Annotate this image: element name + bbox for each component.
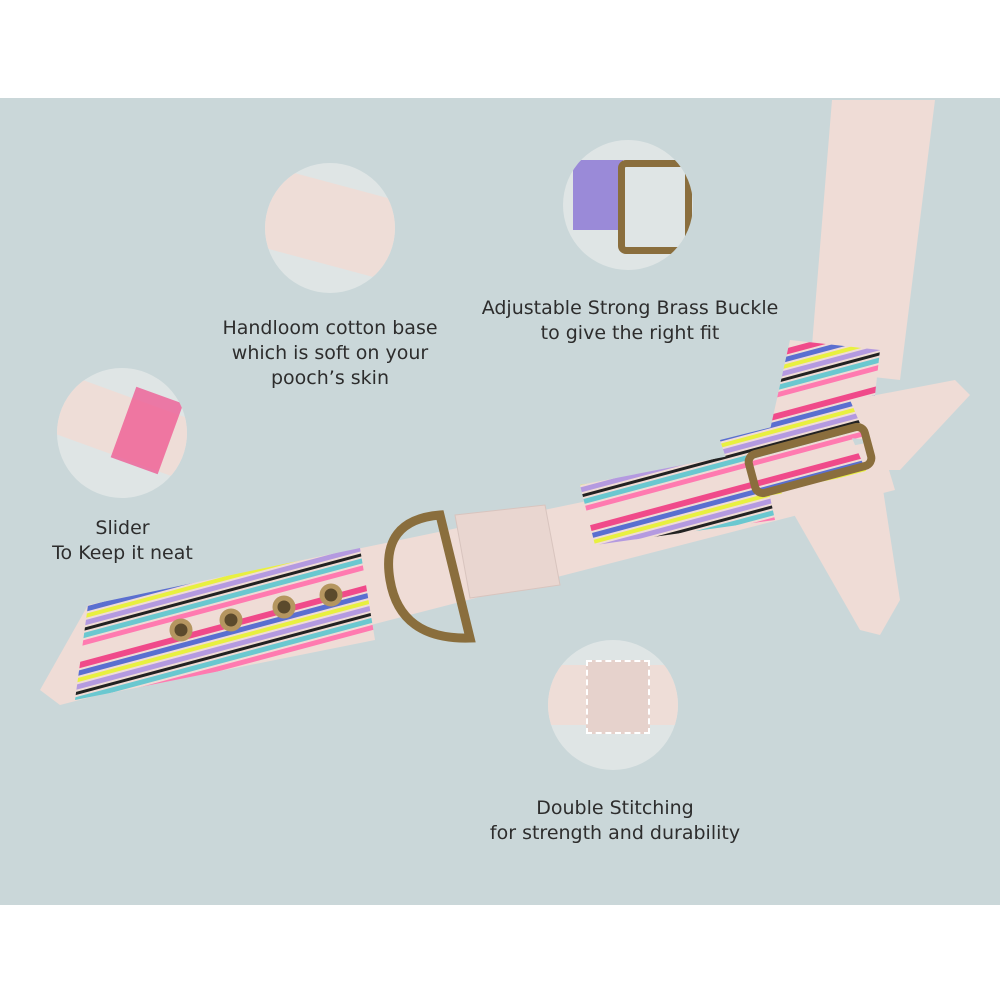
buckle-detail-circle — [563, 140, 693, 270]
buckle — [744, 422, 876, 498]
upper-strap — [810, 100, 935, 380]
grommets — [169, 583, 343, 642]
strap-end — [780, 470, 900, 635]
d-ring — [384, 510, 476, 643]
upper-strap-stripes — [770, 340, 880, 440]
cotton-detail-circle — [265, 163, 395, 293]
keeper — [454, 504, 561, 599]
stitching-detail-circle — [548, 640, 678, 770]
caption-slider: Slider To Keep it neat — [52, 517, 193, 564]
strap-tail — [850, 380, 970, 470]
caption-cotton: Handloom cotton base which is soft on yo… — [222, 317, 438, 389]
strap-stripes-right — [580, 450, 775, 545]
product-photo: Handloom cotton base which is soft on yo… — [0, 98, 1000, 905]
caption-stitching: Double Stitching for strength and durabi… — [489, 797, 741, 844]
slider-detail-circle — [57, 368, 187, 498]
caption-buckle: Adjustable Strong Brass Buckle to give t… — [481, 297, 779, 344]
